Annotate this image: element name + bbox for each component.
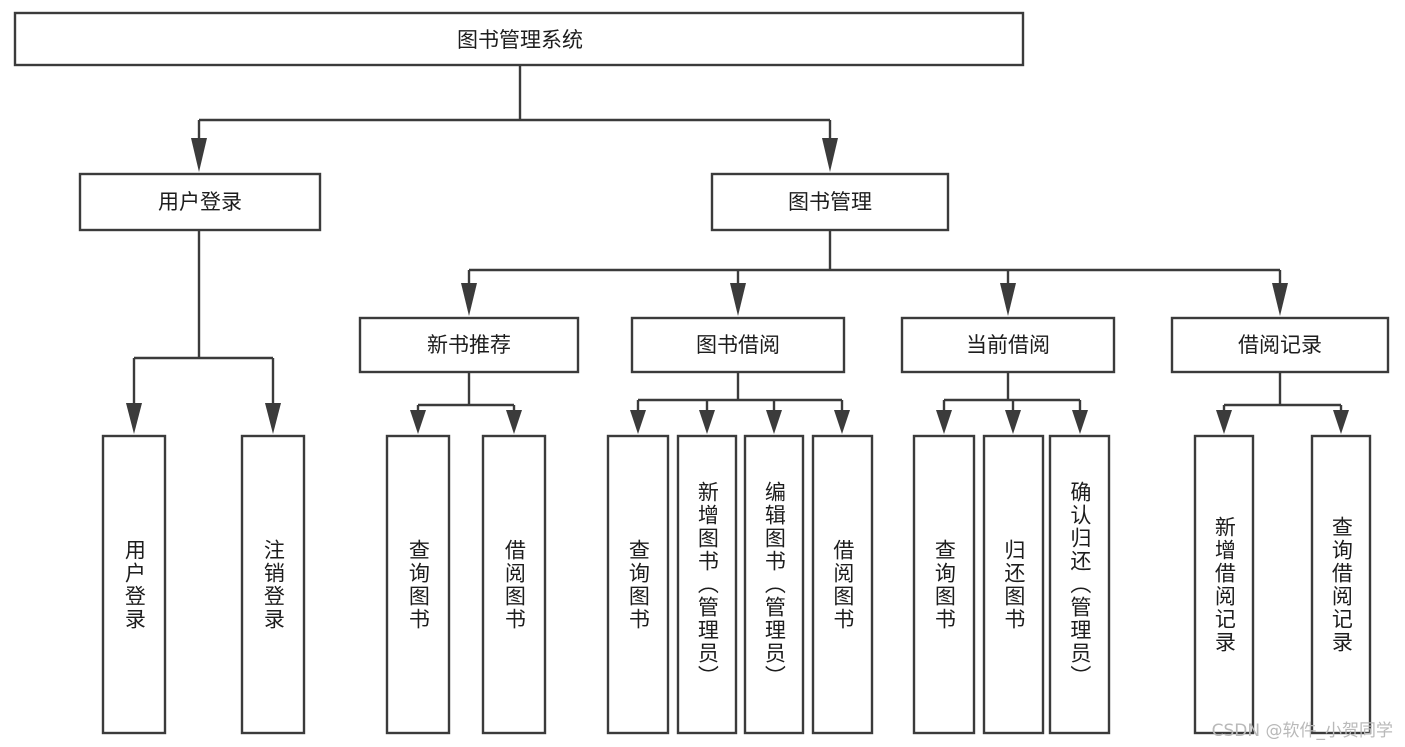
node-book-manage-label: 图书管理 (788, 190, 872, 214)
node-leaf-edit-book-admin-label: 编辑图书（管理员） (762, 481, 787, 688)
node-leaf-user-login-label: 用户登录 (122, 538, 147, 631)
node-user-login-box[interactable] (78, 172, 322, 232)
node-leaf-query-borrow-record-box[interactable] (1310, 434, 1372, 735)
arrow-head-leaf-add-book-admin (699, 410, 715, 434)
arrow-head-leaf-user-login (126, 403, 142, 434)
arrow-head-book-manage (822, 138, 838, 172)
node-current-borrow[interactable]: 当前借阅 (900, 316, 1116, 374)
arrow-head-book-borrow (730, 283, 746, 316)
connector-layer (126, 65, 1349, 434)
node-book-borrow-label: 图书借阅 (696, 333, 780, 357)
arrow-head-leaf-borrow-book-2 (834, 410, 850, 434)
arrow-head-leaf-borrow-book-1 (506, 410, 522, 434)
node-leaf-confirm-return-admin-box[interactable] (1048, 434, 1111, 735)
node-borrow-record-box[interactable] (1170, 316, 1390, 374)
node-leaf-borrow-book-1-label: 借阅图书 (502, 538, 527, 631)
node-book-borrow-box[interactable] (630, 316, 846, 374)
node-leaf-edit-book-admin-box[interactable] (743, 434, 805, 735)
node-user-login-label: 用户登录 (158, 190, 242, 214)
node-current-borrow-box[interactable] (900, 316, 1116, 374)
node-leaf-query-borrow-record-label: 查询借阅记录 (1329, 515, 1354, 654)
node-leaf-borrow-book-2-label: 借阅图书 (830, 538, 855, 631)
watermark-text: CSDN @软件_小贺同学 (1211, 721, 1393, 741)
arrow-head-leaf-query-borrow-record (1333, 410, 1349, 434)
leaf-box-layer (101, 434, 1372, 735)
node-new-book-recommend-box[interactable] (358, 316, 580, 374)
arrow-head-leaf-return-book (1005, 410, 1021, 434)
node-leaf-add-borrow-record-box[interactable] (1193, 434, 1255, 735)
node-leaf-query-book-2-label: 查询图书 (626, 538, 651, 631)
node-leaf-query-book-1-box[interactable] (385, 434, 451, 735)
node-leaf-logout-box[interactable] (240, 434, 306, 735)
arrow-head-leaf-query-book-2 (630, 410, 646, 434)
node-leaf-user-login-box[interactable] (101, 434, 167, 735)
arrow-head-leaf-query-book-3 (936, 410, 952, 434)
node-leaf-query-book-3-box[interactable] (912, 434, 976, 735)
arrow-head-borrow-record (1272, 283, 1288, 316)
node-root[interactable]: 图书管理系统 (13, 11, 1025, 67)
node-book-manage[interactable]: 图书管理 (710, 172, 950, 232)
node-leaf-add-book-admin-label: 新增图书（管理员） (695, 481, 720, 688)
node-book-manage-box[interactable] (710, 172, 950, 232)
node-leaf-return-book-label: 归还图书 (1001, 538, 1026, 631)
node-new-book-recommend[interactable]: 新书推荐 (358, 316, 580, 374)
node-borrow-record[interactable]: 借阅记录 (1170, 316, 1390, 374)
node-current-borrow-label: 当前借阅 (966, 333, 1050, 357)
node-leaf-query-book-2-box[interactable] (606, 434, 670, 735)
node-leaf-borrow-book-2-box[interactable] (811, 434, 874, 735)
arrow-head-current-borrow (1000, 283, 1016, 316)
arrow-head-leaf-logout (265, 403, 281, 434)
node-root-box[interactable] (13, 11, 1025, 67)
node-borrow-record-label: 借阅记录 (1238, 333, 1322, 357)
arrow-head-leaf-confirm-return-admin (1072, 410, 1088, 434)
node-leaf-confirm-return-admin-label: 确认归还（管理员） (1067, 481, 1092, 688)
arrow-head-leaf-edit-book-admin (766, 410, 782, 434)
node-leaf-borrow-book-1-box[interactable] (481, 434, 547, 735)
node-leaf-query-book-3-label: 查询图书 (932, 538, 957, 631)
node-leaf-logout-label: 注销登录 (261, 538, 286, 631)
arrow-head-leaf-query-book-1 (410, 410, 426, 434)
node-leaf-add-borrow-record-label: 新增借阅记录 (1212, 515, 1237, 654)
node-leaf-add-book-admin-box[interactable] (676, 434, 738, 735)
node-book-borrow[interactable]: 图书借阅 (630, 316, 846, 374)
node-root-label: 图书管理系统 (457, 28, 583, 52)
node-new-book-recommend-label: 新书推荐 (427, 333, 511, 357)
node-leaf-query-book-1-label: 查询图书 (406, 538, 431, 631)
node-user-login[interactable]: 用户登录 (78, 172, 322, 232)
arrow-head-leaf-add-borrow-record (1216, 410, 1232, 434)
node-leaf-return-book-box[interactable] (982, 434, 1045, 735)
arrow-head-new-book-recommend (461, 283, 477, 316)
arrow-head-user-login (191, 138, 207, 172)
